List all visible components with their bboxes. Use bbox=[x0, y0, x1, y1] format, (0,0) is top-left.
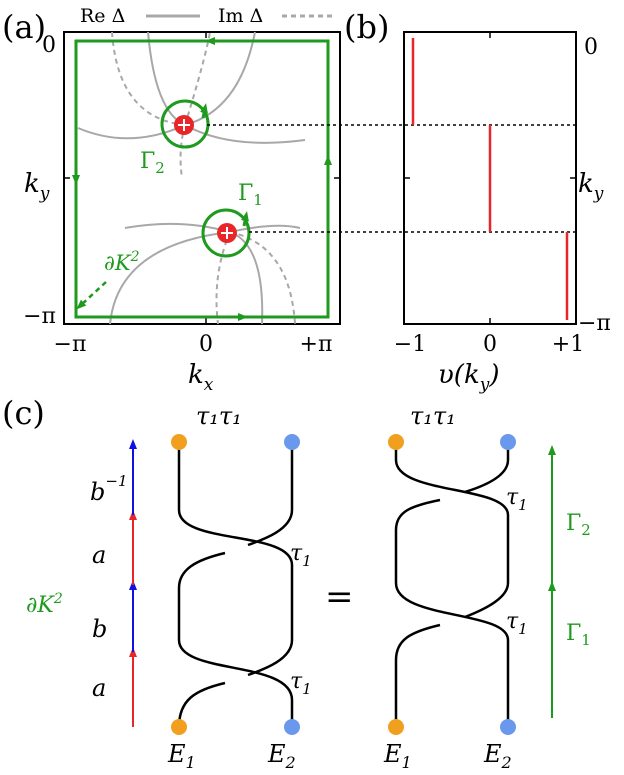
gamma2-label: Γ2 bbox=[140, 149, 165, 177]
c-gamma1-label: Γ1 bbox=[566, 621, 591, 649]
equals-sign: = bbox=[325, 577, 354, 617]
c-gamma2-label: Γ2 bbox=[566, 511, 591, 539]
braid-right-top-orange-dot bbox=[388, 434, 404, 450]
panel-c: (c) a b a b−1 ∂K2 τ₁τ₁ τ1 τ1 E1 E2 = bbox=[2, 394, 591, 772]
braid-left-e2: E2 bbox=[267, 740, 296, 772]
path-label-b-inverse: b−1 bbox=[90, 472, 128, 506]
gamma1-arrow bbox=[241, 211, 249, 227]
braid-right-top-blue-dot bbox=[500, 434, 516, 450]
v-tick-minus-1: −1 bbox=[394, 332, 426, 357]
kx-tick-minus-pi: −π bbox=[54, 332, 87, 357]
panel-b-ticks bbox=[404, 32, 576, 324]
panel-a: (a) Re Δ Im Δ bbox=[2, 5, 341, 395]
wilson-bands bbox=[411, 38, 569, 320]
gamma2-loop bbox=[160, 99, 210, 149]
braid-right-bottom-orange-dot bbox=[388, 719, 404, 735]
panel-a-frame bbox=[63, 31, 341, 325]
braid-left-tau-2: τ1 bbox=[290, 669, 312, 698]
boundary-arrows bbox=[72, 37, 332, 321]
braid-left-bottom-orange-dot bbox=[171, 719, 187, 735]
b-ky-label: ky bbox=[578, 169, 604, 204]
path-label-a-2: a bbox=[92, 541, 106, 569]
braid-right-bottom-blue-dot bbox=[500, 719, 516, 735]
braid-right-tau-2: τ1 bbox=[506, 609, 528, 638]
panel-b: (b) 0 −π ky −1 0 +1 υ(ky) bbox=[344, 8, 611, 395]
kx-tick-plus-pi: +π bbox=[300, 332, 333, 357]
panel-connectors bbox=[207, 124, 576, 233]
gamma1-label: Γ1 bbox=[238, 181, 263, 209]
braid-right-top-label: τ₁τ₁ bbox=[410, 402, 456, 430]
v-tick-0: 0 bbox=[483, 332, 497, 357]
panel-b-label: (b) bbox=[344, 8, 389, 46]
braid-left-top-label: τ₁τ₁ bbox=[196, 402, 242, 430]
panel-a-ticks bbox=[64, 32, 340, 324]
plus-icon bbox=[221, 227, 233, 239]
gamma1-loop bbox=[201, 208, 251, 258]
legend: Re Δ Im Δ bbox=[80, 5, 336, 27]
panel-a-label: (a) bbox=[2, 8, 46, 46]
boundary-loop bbox=[74, 39, 330, 319]
braid-right-e2: E2 bbox=[483, 740, 512, 772]
kx-label: kx bbox=[188, 360, 214, 395]
ky-tick-minus-pi: −π bbox=[23, 304, 56, 329]
plus-icon bbox=[178, 119, 190, 131]
legend-im-label: Im Δ bbox=[218, 5, 263, 27]
braid-right-tau-1: τ1 bbox=[506, 485, 528, 514]
b-ky-tick-0: 0 bbox=[584, 35, 598, 60]
braid-left-e1: E1 bbox=[167, 740, 196, 772]
braid-right-strands bbox=[394, 443, 510, 727]
v-tick-plus-1: +1 bbox=[552, 332, 584, 357]
v-label: υ(ky) bbox=[438, 360, 499, 395]
panel-c-label: (c) bbox=[2, 394, 45, 432]
braid-right-e1: E1 bbox=[383, 740, 412, 772]
c-boundary-label: ∂K2 bbox=[26, 591, 63, 618]
braid-left-tau-1: τ1 bbox=[290, 541, 312, 570]
im-delta-curves bbox=[111, 31, 296, 325]
boundary-origin-arrow bbox=[76, 281, 107, 310]
path-label-b: b bbox=[92, 615, 107, 643]
boundary-label: ∂K2 bbox=[104, 249, 140, 275]
kx-tick-0: 0 bbox=[199, 332, 213, 357]
ky-label: ky bbox=[24, 169, 50, 204]
path-label-a-1: a bbox=[92, 674, 106, 702]
braid-left-top-orange-dot bbox=[171, 434, 187, 450]
braid-left-bottom-blue-dot bbox=[284, 719, 300, 735]
braid-left-top-blue-dot bbox=[284, 434, 300, 450]
braid-left-strands bbox=[177, 443, 294, 728]
gamma2-arrow bbox=[200, 103, 208, 119]
b-ky-tick-minus-pi: −π bbox=[578, 311, 611, 336]
legend-re-label: Re Δ bbox=[80, 5, 125, 27]
re-delta-curves bbox=[77, 31, 306, 325]
ky-tick-0: 0 bbox=[42, 33, 56, 58]
